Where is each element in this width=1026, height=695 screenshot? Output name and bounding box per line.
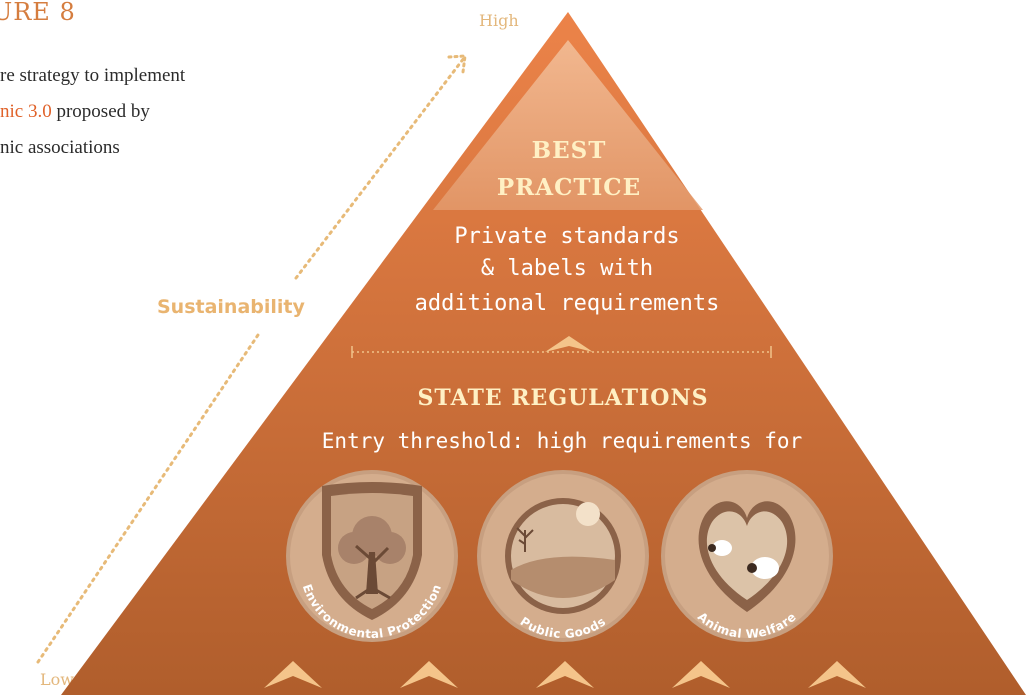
divider-chevron-icon [545,336,593,352]
state-regulations-title: STATE REGULATIONS [418,385,709,411]
axis-high-label: High [479,11,519,30]
private-standards-line-2: & labels with [481,256,653,281]
best-practice-title-1: BEST [532,137,607,164]
badge-environmental-protection: Environmental Protection [286,470,458,642]
chevron-up-icon [536,661,594,688]
badge-animal-welfare: Animal Welfare [661,470,833,642]
sun-landscape-icon [505,498,621,614]
sustainability-arrow [36,54,467,664]
caption-line-2: nic 3.0 proposed by [0,101,150,122]
caption-highlight: nic 3.0 [0,101,52,122]
best-practice-title-2: PRACTICE [497,174,641,201]
figure-caption: re strategy to implement nic 3.0 propose… [0,58,320,166]
shield-tree-icon [322,482,422,620]
figure-label: URE 8 [0,0,76,26]
private-standards-line-1: Private standards [454,224,679,249]
chevron-up-icon [672,661,730,688]
private-standards-line-3: additional requirements [415,291,720,316]
chevron-up-icon [264,661,322,688]
axis-low-label: Low [40,670,74,689]
badge-public-goods: Public Goods [477,470,649,642]
chevron-up-icon [400,661,458,688]
caption-line-3: nic associations [0,137,120,158]
chevron-up-icon [808,661,866,688]
axis-title-sustainability: Sustainability [157,296,306,318]
entry-threshold-text: Entry threshold: high requirements for [322,429,802,453]
caption-line-1: re strategy to implement [0,65,186,86]
tier-divider [351,336,772,358]
heart-sheep-icon [698,501,796,612]
pyramid-tip [433,40,703,210]
bottom-chevrons [264,661,866,688]
